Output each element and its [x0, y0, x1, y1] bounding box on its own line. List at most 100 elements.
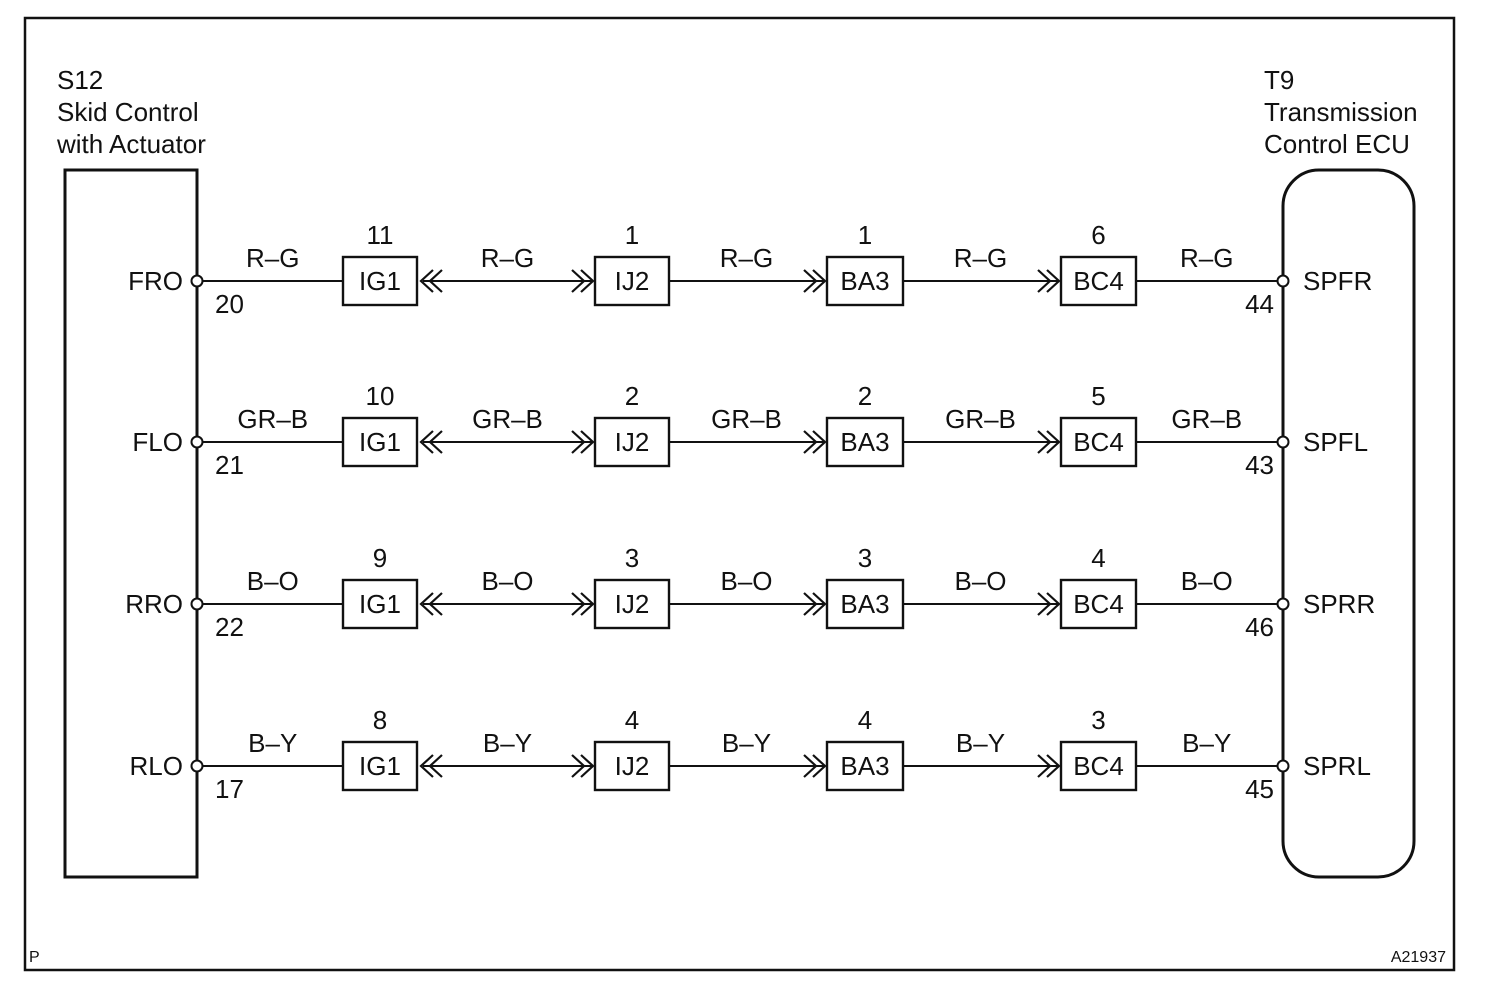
right-component-code: T9	[1264, 65, 1294, 95]
row-3-chevron-ba3-in-stroke	[803, 592, 818, 616]
row-3-wire-color-label-5: B–O	[1181, 566, 1233, 596]
row-1-connector-ba3	[825, 255, 905, 307]
skid-control-body	[63, 168, 199, 879]
row-2-connector-label-1: IG1	[359, 427, 401, 457]
row-2-right-terminal-label: SPFL	[1303, 427, 1368, 457]
row-2-right-terminal-pin	[1276, 435, 1290, 449]
row-3-left-terminal-label: RRO	[125, 589, 183, 619]
row-1-connector-label-4: BC4	[1073, 266, 1124, 296]
row-4-chevron-ig1-out-stroke	[419, 754, 434, 778]
row-4-connector-label-4: BC4	[1073, 751, 1124, 781]
row-1-chevron-ij2-in-stroke	[571, 269, 586, 293]
row-3-chevron-bc4-in-stroke	[1046, 592, 1061, 616]
row-1-wire-color-label-2: R–G	[481, 243, 534, 273]
row-4-chevron-ig1-out-stroke	[428, 754, 443, 778]
row-2-connector-pin-3: 2	[858, 381, 872, 411]
row-2-right-pin-number: 43	[1245, 450, 1274, 480]
row-3-connector-pin-3: 3	[858, 543, 872, 573]
row-4-left-terminal-pin	[190, 759, 204, 773]
row-2-chevron-ig1-out	[419, 430, 443, 454]
row-4-chevron-bc4-in-stroke	[1046, 754, 1061, 778]
row-2-connector-ij2	[593, 416, 671, 468]
row-3-chevron-ig1-out-stroke	[419, 592, 434, 616]
row-1-chevron-ig1-out-stroke	[419, 269, 434, 293]
row-4-connector-label-1: IG1	[359, 751, 401, 781]
left-component-name-line2: with Actuator	[56, 129, 206, 159]
row-1-chevron-ba3-in-stroke	[803, 269, 818, 293]
row-3-connector-bc4	[1059, 578, 1138, 630]
row-3-chevron-ig1-out-stroke	[428, 592, 443, 616]
row-2-chevron-ba3-in-stroke	[803, 430, 818, 454]
row-3-chevron-bc4-in-stroke	[1037, 592, 1052, 616]
row-1-wire-color-label-3: R–G	[720, 243, 773, 273]
row-2-wire-color-label-2: GR–B	[472, 404, 543, 434]
row-3-connector-ig1	[341, 578, 419, 630]
row-2-chevron-ij2-in-stroke	[580, 430, 595, 454]
row-1-connector-bc4	[1059, 255, 1138, 307]
row-3-wire-color-label-1: B–O	[247, 566, 299, 596]
row-3-chevron-ig1-out	[419, 592, 443, 616]
row-4-connector-pin-3: 4	[858, 705, 872, 735]
row-2-wire-color-label-3: GR–B	[711, 404, 782, 434]
row-1-wire-color-label-5: R–G	[1180, 243, 1233, 273]
row-4-connector-ba3	[825, 740, 905, 792]
row-1-connector-label-2: IJ2	[615, 266, 650, 296]
row-1-connector-pin-1: 11	[367, 220, 394, 250]
diagram-frame	[23, 16, 1456, 972]
row-1-connector-label-3: BA3	[840, 266, 889, 296]
row-4-wire-color-label-2: B–Y	[483, 728, 532, 758]
row-3-right-terminal-pin	[1276, 597, 1290, 611]
row-2-chevron-ig1-out-stroke	[419, 430, 434, 454]
row-1-chevron-ij2-in	[571, 269, 595, 293]
row-1-left-pin-number: 20	[215, 289, 244, 319]
row-2-wire-color-label-1: GR–B	[237, 404, 308, 434]
row-3-chevron-ij2-in-stroke	[580, 592, 595, 616]
row-2-connector-pin-2: 2	[625, 381, 639, 411]
corner-label-left: P	[29, 949, 40, 966]
row-4-right-pin-number: 45	[1245, 774, 1274, 804]
row-1-connector-label-1: IG1	[359, 266, 401, 296]
row-3-connector-pin-1: 9	[373, 543, 387, 573]
row-2-connector-label-3: BA3	[840, 427, 889, 457]
row-3-connector-ij2	[593, 578, 671, 630]
row-4-left-terminal-label: RLO	[130, 751, 183, 781]
row-2-chevron-ba3-in-stroke	[812, 430, 827, 454]
row-2-left-pin-number: 21	[215, 450, 244, 480]
row-4-chevron-bc4-in-stroke	[1037, 754, 1052, 778]
row-2-chevron-bc4-in-stroke	[1046, 430, 1061, 454]
row-2-connector-pin-4: 5	[1091, 381, 1105, 411]
left-component-name-line1: Skid Control	[57, 97, 199, 127]
row-2-connector-label-4: BC4	[1073, 427, 1124, 457]
row-3-connector-label-2: IJ2	[615, 589, 650, 619]
row-2-chevron-ig1-out-stroke	[428, 430, 443, 454]
row-3-connector-ba3	[825, 578, 905, 630]
row-4-wire-color-label-4: B–Y	[956, 728, 1005, 758]
row-3-connector-pin-2: 3	[625, 543, 639, 573]
row-1-connector-pin-4: 6	[1091, 220, 1105, 250]
row-3-chevron-ba3-in	[803, 592, 827, 616]
row-1-chevron-ig1-out-stroke	[428, 269, 443, 293]
row-3-left-terminal-pin	[190, 597, 204, 611]
row-1-wire-color-label-4: R–G	[954, 243, 1007, 273]
row-4-connector-ig1	[341, 740, 419, 792]
right-component-name-line2: Control ECU	[1264, 129, 1410, 159]
row-3-connector-label-1: IG1	[359, 589, 401, 619]
row-1-chevron-bc4-in-stroke	[1046, 269, 1061, 293]
row-1-right-pin-number: 44	[1245, 289, 1274, 319]
row-4-chevron-ij2-in	[571, 754, 595, 778]
row-2-connector-label-2: IJ2	[615, 427, 650, 457]
row-1-right-terminal-pin	[1276, 274, 1290, 288]
row-3-wire-color-label-4: B–O	[954, 566, 1006, 596]
row-1-connector-ig1	[341, 255, 419, 307]
row-2-chevron-bc4-in	[1037, 430, 1061, 454]
row-1-chevron-ij2-in-stroke	[580, 269, 595, 293]
row-4-left-pin-number: 17	[215, 774, 244, 804]
row-4-chevron-ig1-out	[419, 754, 443, 778]
row-1-left-terminal-pin	[190, 274, 204, 288]
row-2-left-terminal-label: FLO	[132, 427, 183, 457]
row-4-wire-color-label-1: B–Y	[248, 728, 297, 758]
row-3-left-pin-number: 22	[215, 612, 244, 642]
row-4-chevron-ba3-in-stroke	[803, 754, 818, 778]
